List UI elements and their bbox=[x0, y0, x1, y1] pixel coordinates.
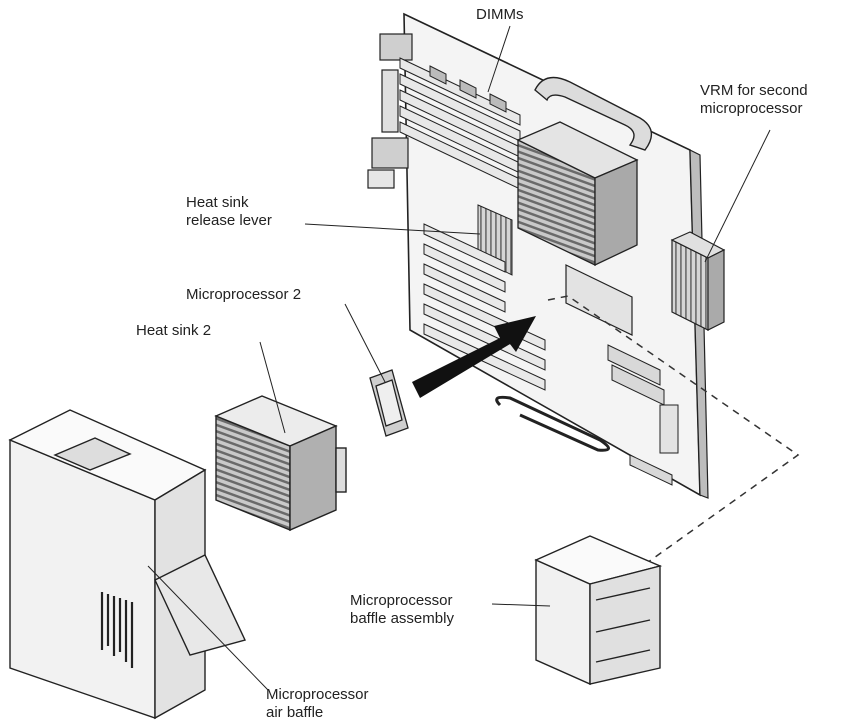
label-vrm: VRM for second microprocessor bbox=[700, 82, 808, 117]
dimm-modules bbox=[399, 57, 521, 190]
microprocessor-2 bbox=[369, 369, 409, 437]
vrm-module bbox=[670, 231, 726, 331]
label-dimms: DIMMs bbox=[476, 6, 524, 23]
heat-sink-2 bbox=[214, 395, 347, 532]
leader-lines bbox=[147, 25, 771, 691]
baffle-placement-guide bbox=[547, 295, 800, 576]
board-connectors bbox=[607, 344, 679, 486]
installed-heat-sink bbox=[516, 121, 639, 267]
socket-2 bbox=[565, 264, 633, 336]
label-baffle-assembly: Microprocessor baffle assembly bbox=[350, 592, 454, 627]
label-microprocessor-2: Microprocessor 2 bbox=[186, 286, 302, 303]
expansion-slots bbox=[423, 223, 546, 391]
air-baffle bbox=[8, 409, 246, 720]
install-arrow bbox=[412, 316, 536, 398]
label-heat-sink-2: Heat sink 2 bbox=[136, 322, 212, 339]
vent-slots bbox=[100, 592, 134, 668]
rear-connectors bbox=[367, 33, 413, 189]
board-handle bbox=[534, 76, 653, 151]
label-air-baffle: Microprocessor air baffle bbox=[266, 686, 369, 721]
system-board bbox=[367, 12, 726, 499]
ribbon-cable bbox=[495, 395, 610, 452]
label-heat-sink-release-lever: Heat sink release lever bbox=[186, 194, 272, 229]
baffle-assembly bbox=[534, 535, 663, 686]
